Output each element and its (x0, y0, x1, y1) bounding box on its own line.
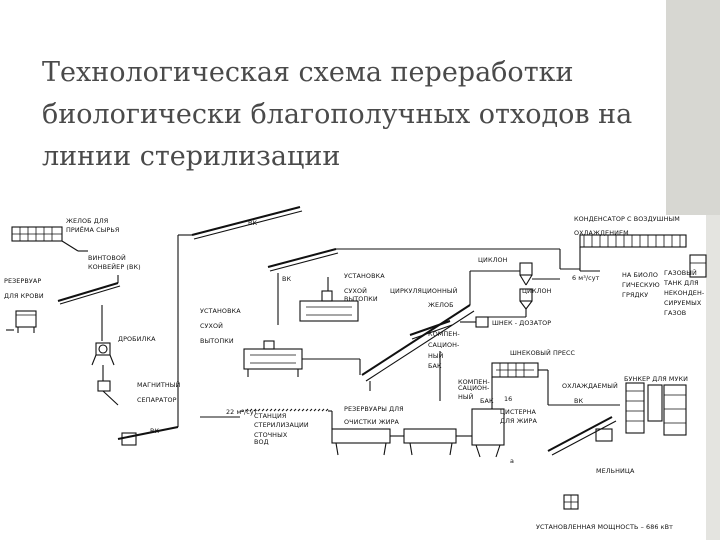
gas-tank (689, 254, 707, 278)
raw-intake-trough (11, 226, 88, 252)
dry-rendering-unit-top (299, 277, 359, 322)
label-ustan-left-3: ВЫТОПКИ (200, 337, 234, 345)
label-magnit-1: МАГНИТНЫЙ (137, 380, 181, 389)
label-ustan-left-1: УСТАНОВКА (200, 307, 241, 315)
label-vk-low: ВК (150, 427, 159, 435)
screw-conveyor (57, 275, 121, 305)
label-shnek-doz: ШНЕК - ДОЗАТОР (492, 319, 551, 327)
fat-tank (471, 408, 505, 458)
label-rezerv-zhir-2: ОЧИСТКИ ЖИРА (344, 418, 400, 426)
label-rezervuar-1: РЕЗЕРВУАР (4, 277, 41, 285)
label-bunker: БУНКЕР ДЛЯ МУКИ (624, 375, 688, 383)
label-ustan-top-2: СУХОЙ (344, 286, 367, 295)
crusher (91, 305, 115, 366)
label-gazovy-2: ТАНК ДЛЯ (663, 279, 699, 287)
label-stantsiya-1: СТАНЦИЯ (254, 412, 286, 420)
label-gazovy-3: НЕКОНДЕН- (664, 289, 704, 297)
label-komp-2-d: БАК (480, 397, 494, 405)
label-rezerv-zhir-1: РЕЗЕРВУАРЫ ДЛЯ (344, 405, 404, 413)
mid-conveyor (267, 248, 339, 325)
label-na-bio-1: НА БИОЛО (622, 271, 658, 279)
process-flow-diagram: ЖЕЛОБ ДЛЯ ПРИЁМА СЫРЬЯ ВИНТОВОЙ КОНВЕЙЕР… (4, 206, 707, 531)
label-stantsiya-2: СТЕРИЛИЗАЦИИ (254, 421, 309, 429)
label-komp-1-b: САЦИОН- (428, 341, 459, 349)
label-komp-2-b: САЦИОН- (458, 384, 489, 392)
blood-reservoir (6, 310, 37, 333)
cyclone-2 (519, 288, 533, 310)
compensation-tank-1 (409, 320, 453, 340)
label-vk-mid: ВК (282, 275, 291, 283)
label-na-bio-3: ГРЯДКУ (622, 291, 648, 299)
label-vint-1: ВИНТОВОЙ (88, 253, 126, 262)
label-shnek-press: ШНЕКОВЫЙ ПРЕСС (510, 348, 576, 357)
label-stantsiya-4: ВОД (254, 438, 269, 446)
label-zhelob-mid: ЖЕЛОБ (428, 301, 454, 309)
cooled-conveyor (547, 416, 617, 456)
sterilization-station (240, 408, 329, 412)
label-komp-2-c: НЫЙ (458, 392, 474, 401)
power-symbol (563, 494, 579, 510)
cyclone-1 (519, 262, 533, 286)
label-melnitsa: МЕЛЬНИЦА (596, 467, 635, 475)
magnetic-separator (97, 365, 119, 406)
lower-conveyor (117, 234, 192, 446)
label-flow-3: 16 (504, 395, 512, 403)
label-tsirk: ЦИРКУЛЯЦИОННЫЙ (390, 286, 458, 295)
label-komp-1-c: НЫЙ (428, 351, 444, 360)
slide-title: Технологическая схема переработки биолог… (42, 57, 633, 172)
label-a-mark: а (510, 457, 514, 465)
slide-right-edge (666, 0, 720, 215)
air-cooled-condenser (579, 234, 687, 272)
label-gazovy-4: СИРУЕМЫХ (664, 299, 702, 307)
screw-doser (460, 316, 489, 328)
label-tsisterna-2: ДЛЯ ЖИРА (500, 417, 537, 425)
label-kond-1: КОНДЕНСАТОР С ВОЗДУШНЫМ (574, 215, 680, 223)
label-zhelob-2: ПРИЁМА СЫРЬЯ (66, 225, 119, 234)
label-rezervuar-2: ДЛЯ КРОВИ (4, 292, 44, 300)
label-ustan-top-1: УСТАНОВКА (344, 272, 385, 280)
label-flow-2: 22 м³/сут (226, 408, 258, 416)
label-na-bio-2: ГИЧЕСКУЮ (622, 281, 660, 289)
label-gazovy-1: ГАЗОВЫЙ (664, 268, 697, 277)
label-tsiklon-2: ЦИКЛОН (522, 287, 552, 295)
label-tsisterna-1: ЦИСТЕРНА (500, 408, 537, 416)
slide-right-edge-lower (706, 215, 720, 540)
label-zhelob-1: ЖЕЛОБ ДЛЯ (66, 217, 108, 225)
label-tsiklon-1: ЦИКЛОН (478, 256, 508, 264)
connecting-pipes (200, 248, 620, 437)
circulation-trough (361, 304, 475, 391)
label-magnit-2: СЕПАРАТОР (137, 396, 177, 404)
label-moshchnost: УСТАНОВЛЕННАЯ МОЩНОСТЬ – 686 кВт (536, 523, 673, 531)
label-komp-2-a: КОМПЕН- (458, 378, 490, 386)
top-inclined-conveyor (191, 206, 303, 240)
label-okhlazh-2: ВК (574, 397, 583, 405)
label-stantsiya-3: СТОЧНЫХ (254, 431, 288, 439)
label-okhlazh-1: ОХЛАЖДАЕМЫЙ (562, 381, 618, 390)
label-komp-1-a: КОМПЕН- (428, 330, 460, 338)
fat-cleaning-reservoirs (331, 428, 457, 456)
label-ustan-top-3: ВЫТОПКИ (344, 295, 378, 303)
label-ustan-left-2: СУХОЙ (200, 321, 223, 330)
label-drobilka: ДРОБИЛКА (118, 335, 156, 343)
label-flow-1: 6 м³/сут (572, 274, 600, 282)
label-kond-2: ОХЛАЖДЕНИЕМ (574, 229, 629, 237)
label-komp-1-d: БАК (428, 362, 442, 370)
label-vk-top: ВК (248, 219, 257, 227)
flour-bunker (625, 382, 687, 436)
screw-press (491, 362, 539, 378)
dry-rendering-unit-left (243, 340, 303, 377)
label-vint-2: КОНВЕЙЕР (ВК) (88, 262, 141, 271)
label-gazovy-5: ГАЗОВ (664, 309, 686, 317)
